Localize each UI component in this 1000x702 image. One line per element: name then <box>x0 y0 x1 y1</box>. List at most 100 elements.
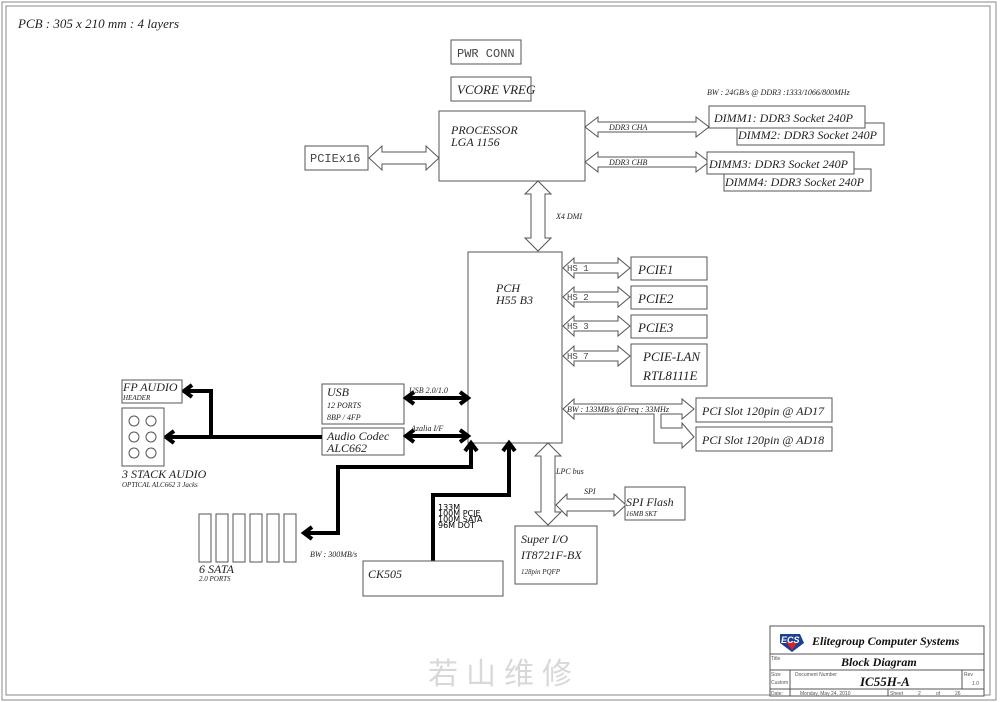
pci-slot-ad17-label: PCI Slot 120pin @ AD17 <box>701 404 825 418</box>
pci-slot-ad17-block[interactable]: PCI Slot 120pin @ AD17 <box>695 397 833 423</box>
dimm3-label: DIMM3: DDR3 Socket 240P <box>708 157 849 171</box>
ecs-logo-icon: ECS <box>780 634 804 652</box>
ck505-block[interactable]: CK505 <box>362 560 504 597</box>
title-block: ECS Elitegroup Computer Systems Title Bl… <box>769 625 985 697</box>
sata-label: 6 SATA <box>199 562 235 576</box>
ck505-label: CK505 <box>368 567 402 581</box>
fp-audio-label: FP AUDIO <box>122 380 178 394</box>
pcie-lan-block[interactable]: PCIE-LAN RTL8111E <box>630 343 708 387</box>
spi-label: SPI <box>584 487 596 496</box>
processor-socket: LGA 1156 <box>450 135 500 149</box>
date-value: Monday, May 24, 2010 <box>800 691 851 697</box>
pch-model: H55 B3 <box>495 293 533 307</box>
clock-100m-sata: 100M SATA <box>438 515 483 524</box>
hs3-label: HS 3 <box>567 322 589 332</box>
hs3-arrow <box>562 314 631 338</box>
dmi-arrow <box>523 180 553 252</box>
pwr-conn-block[interactable]: PWR CONN <box>450 39 522 65</box>
pcie1-block[interactable]: PCIE1 <box>630 256 708 281</box>
audio-codec-block[interactable]: Audio Codec ALC662 <box>321 427 405 456</box>
pciex16-link-arrow <box>368 144 440 172</box>
audio-codec-label: Audio Codec <box>326 429 390 443</box>
hs1-arrow <box>562 256 631 280</box>
pcie2-block[interactable]: PCIE2 <box>630 285 708 310</box>
pciex16-block[interactable]: PCIEx16 <box>304 145 369 171</box>
usb-label: USB <box>327 385 350 399</box>
lpc-bus-arrow <box>533 442 563 526</box>
dimm1-block[interactable]: DIMM1: DDR3 Socket 240P <box>708 105 866 129</box>
dimm-bandwidth: BW : 24GB/s @ DDR3 :1333/1066/800MHz <box>707 88 851 97</box>
rev-label: Rev <box>964 672 973 678</box>
sata-sub: 2.0 PORTS <box>199 575 231 583</box>
stack-audio-sub: OPTICAL ALC662 3 Jacks <box>122 481 198 489</box>
pci-slot-ad18-label: PCI Slot 120pin @ AD18 <box>701 433 824 447</box>
pcie-lan-label: PCIE-LAN <box>642 349 701 364</box>
audio-output-lines <box>162 383 322 445</box>
sheet-value: 2 <box>918 691 921 697</box>
hs2-label: HS 2 <box>567 293 589 303</box>
pci-slot-ad18-block[interactable]: PCI Slot 120pin @ AD18 <box>695 426 833 452</box>
doc-number-label: Document Number <box>795 672 837 678</box>
diagram-title: Block Diagram <box>840 655 917 669</box>
lpc-label: LPC bus <box>555 467 584 476</box>
of-label: of <box>936 691 941 697</box>
ddr-cha-label: DDR3 CHA <box>608 123 648 132</box>
super-io-chip: IT8721F-BX <box>520 548 582 562</box>
spi-flash-block[interactable]: SPI Flash 16MB SKT <box>624 486 686 521</box>
clock-100m-pcie: 100M PCIE <box>438 509 481 518</box>
stack-audio-block[interactable] <box>121 407 165 467</box>
fp-audio-block[interactable]: FP AUDIO HEADER <box>121 379 183 404</box>
dimm2-label: DIMM2: DDR3 Socket 240P <box>737 128 878 142</box>
title-label: Title <box>771 656 780 662</box>
hs2-arrow <box>562 285 631 309</box>
hs1-label: HS 1 <box>567 264 589 274</box>
pcie1-label: PCIE1 <box>637 262 673 277</box>
super-io-block[interactable]: Super I/O IT8721F-BX 128pin PQFP <box>514 525 598 585</box>
clock-96m-dot: 96M DOT <box>438 521 475 530</box>
usb-ports: 12 PORTS <box>327 401 361 410</box>
pci-bandwidth: BW : 133MB/s @Freq : 33MHz <box>567 405 670 414</box>
dimm4-label: DIMM4: DDR3 Socket 240P <box>724 175 865 189</box>
pcb-note: PCB : 305 x 210 mm : 4 layers <box>17 16 179 31</box>
sata-ports[interactable] <box>198 513 297 563</box>
hs-links: HS 1 HS 2 HS 3 HS 7 <box>562 256 631 368</box>
fp-audio-sub: HEADER <box>122 394 151 402</box>
pciex16-label: PCIEx16 <box>310 152 360 166</box>
pch-block[interactable]: PCH H55 B3 <box>467 251 563 444</box>
spi-flash-label: SPI Flash <box>626 495 674 509</box>
clock-133m: 133M <box>438 503 460 512</box>
stack-audio-label: 3 STACK AUDIO <box>121 467 207 481</box>
super-io-label: Super I/O <box>521 532 568 546</box>
azalia-link <box>402 428 472 444</box>
company-name: Elitegroup Computer Systems <box>811 634 960 648</box>
ck505-link <box>431 439 517 561</box>
pci-bus-arrow <box>562 397 695 450</box>
sata-link <box>300 439 479 541</box>
processor-block[interactable]: PROCESSOR LGA 1156 <box>438 110 586 182</box>
pwr-conn-label: PWR CONN <box>457 47 515 61</box>
usb-block[interactable]: USB 12 PORTS 8BP / 4FP <box>321 383 405 425</box>
sata-bandwidth: BW : 300MB/s <box>310 550 357 559</box>
usb-port-split: 8BP / 4FP <box>327 413 361 422</box>
date-label: Date: <box>771 691 783 697</box>
ddr-chb-label: DDR3 CHB <box>608 158 648 167</box>
dmi-label: X4 DMI <box>555 212 582 221</box>
vcore-vreg-block[interactable]: VCORE VREG <box>450 76 536 102</box>
usb-link <box>402 390 472 406</box>
spi-flash-sub: 16MB SKT <box>626 510 658 518</box>
audio-codec-chip: ALC662 <box>326 441 367 455</box>
vcore-label: VCORE VREG <box>457 82 536 97</box>
size-value: Custom <box>771 680 788 686</box>
pcie3-label: PCIE3 <box>637 320 674 335</box>
size-label: Size <box>771 672 781 678</box>
dimm3-block[interactable]: DIMM3: DDR3 Socket 240P <box>706 151 855 175</box>
pcie2-label: PCIE2 <box>637 291 674 306</box>
pcie3-block[interactable]: PCIE3 <box>630 314 708 339</box>
hs7-label: HS 7 <box>567 352 589 362</box>
watermark: 若山维修 <box>428 657 580 692</box>
hs7-arrow <box>562 344 631 368</box>
dimm1-label: DIMM1: DDR3 Socket 240P <box>713 111 854 125</box>
azalia-link-label: Azalia I/F <box>410 424 443 433</box>
pch-label: PCH <box>495 281 521 295</box>
